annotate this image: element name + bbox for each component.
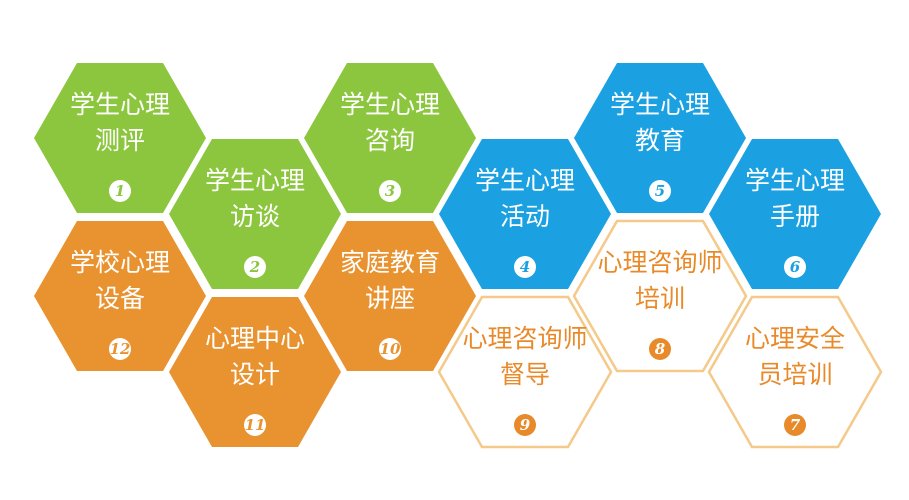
number-badge-text: 4 <box>520 258 530 276</box>
hexagon-label-line: 教育 <box>635 126 685 155</box>
number-badge: 10 <box>379 338 401 360</box>
hexagon-shape <box>169 297 341 447</box>
hexagon-label-line: 心理中心 <box>205 324 305 353</box>
hexagon-label-line: 督导 <box>500 360 550 389</box>
number-badge: 7 <box>784 414 806 436</box>
hexagon-label-line: 心理咨询师 <box>597 248 722 277</box>
hexagon-label-line: 学校心理 <box>70 248 170 277</box>
number-badge-text: 1 <box>115 182 125 200</box>
hexagon-label-line: 心理安全 <box>745 324 845 353</box>
number-badge: 3 <box>379 180 401 202</box>
number-badge: 9 <box>514 414 536 436</box>
number-badge: 6 <box>784 256 806 278</box>
hexagon-label-line: 学生心理 <box>475 166 575 195</box>
number-badge: 11 <box>244 414 266 436</box>
hexagon-label-line: 学生心理 <box>610 90 710 119</box>
hexagon-shape <box>437 295 613 449</box>
number-badge-text: 10 <box>380 340 401 358</box>
hexagon-label-line: 学生心理 <box>745 166 845 195</box>
hexagon-shape <box>439 139 611 289</box>
number-badge: 5 <box>649 180 671 202</box>
hexagon-shape <box>709 139 881 289</box>
number-badge: 2 <box>244 256 266 278</box>
hexagon-shape <box>304 221 476 371</box>
hexagon-label-line: 学生心理 <box>70 90 170 119</box>
hexagon-label-line: 讲座 <box>365 284 415 313</box>
number-badge-circle <box>379 338 401 360</box>
number-badge: 1 <box>109 180 131 202</box>
number-badge-circle <box>109 180 131 202</box>
number-badge-text: 2 <box>249 258 260 276</box>
hexagon-shape <box>169 139 341 289</box>
hexagon-label-line: 手册 <box>770 202 820 231</box>
hexagon-label-line: 员培训 <box>757 360 832 389</box>
number-badge-text: 6 <box>790 258 801 276</box>
hexagon-shape <box>34 221 206 371</box>
number-badge-text: 9 <box>520 416 531 434</box>
hexagon-label-line: 学生心理 <box>340 90 440 119</box>
number-badge: 8 <box>649 338 671 360</box>
hexagon-shape <box>34 63 206 213</box>
number-badge: 12 <box>109 338 131 360</box>
hexagon-label-line: 访谈 <box>230 202 280 231</box>
hexagon-label-line: 测评 <box>95 126 145 155</box>
number-badge-text: 7 <box>790 416 801 434</box>
hexagon-shape <box>304 63 476 213</box>
hexagon-shape <box>707 295 883 449</box>
number-badge-circle <box>109 338 131 360</box>
number-badge-circle <box>244 256 266 278</box>
hexagon-label-line: 家庭教育 <box>340 248 440 277</box>
number-badge-text: 8 <box>655 340 666 358</box>
number-badge-circle <box>784 256 806 278</box>
hexagon-label-line: 心理咨询师 <box>462 324 587 353</box>
number-badge-text: 12 <box>110 340 131 358</box>
hexagon-label-line: 咨询 <box>365 126 415 155</box>
number-badge-circle <box>649 338 671 360</box>
hexagon-label-line: 活动 <box>500 202 550 231</box>
number-badge-circle <box>784 414 806 436</box>
hexagon-shape <box>574 63 746 213</box>
hexagon-label-line: 设计 <box>230 360 280 389</box>
number-badge-text: 3 <box>385 182 395 200</box>
number-badge-text: 5 <box>655 182 665 200</box>
number-badge: 4 <box>514 256 536 278</box>
hexagon-label-line: 设备 <box>95 284 145 313</box>
number-badge-circle <box>514 256 536 278</box>
number-badge-circle <box>649 180 671 202</box>
hexagon-shape <box>572 219 748 373</box>
number-badge-circle <box>379 180 401 202</box>
number-badge-text: 11 <box>245 416 266 434</box>
hexagon-label-line: 培训 <box>635 284 685 313</box>
hexagon-label-line: 学生心理 <box>205 166 305 195</box>
number-badge-circle <box>244 414 266 436</box>
number-badge-circle <box>514 414 536 436</box>
